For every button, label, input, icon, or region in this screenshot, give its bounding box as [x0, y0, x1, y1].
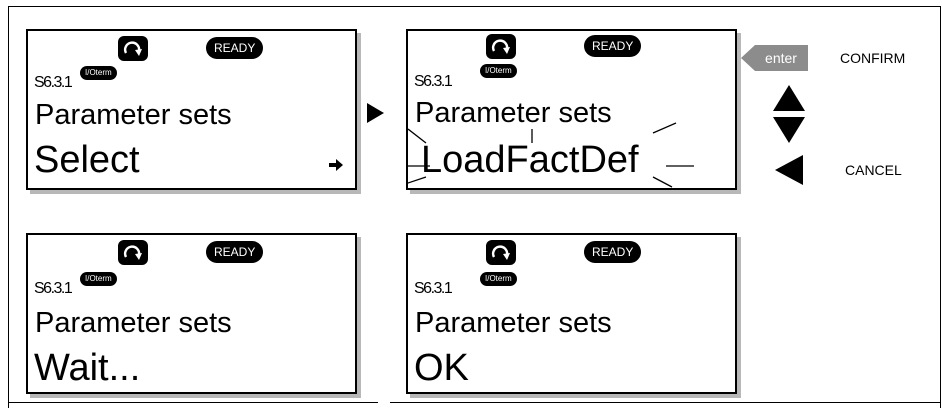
confirm-label: CONFIRM [840, 50, 906, 66]
blink-indicator-icon [408, 122, 694, 188]
up-down-icon [773, 85, 805, 143]
left-arrow-icon [775, 155, 803, 185]
menu-title: Parameter sets [35, 99, 232, 131]
frame-bottom-line [390, 402, 940, 403]
status-badge: READY [206, 241, 264, 263]
status-badge: READY [584, 35, 642, 57]
menu-value: Select [34, 139, 140, 181]
status-badge: READY [584, 241, 642, 263]
menu-value: Wait... [34, 347, 141, 389]
menu-value: OK [414, 347, 469, 389]
keypad-display-wait: READY S6.3.1 I/Oterm Parameter sets Wait… [26, 233, 357, 394]
cancel-label: CANCEL [845, 162, 902, 178]
browse-right-icon [329, 159, 343, 171]
control-place-badge: I/Oterm [480, 64, 517, 78]
diagram-frame [8, 6, 941, 408]
menu-title: Parameter sets [415, 307, 612, 339]
menu-code: S6.3.1 [34, 74, 73, 91]
frame-bottom-line [8, 402, 378, 403]
rotation-icon [486, 34, 516, 59]
enter-key-label: enter [765, 50, 797, 66]
keypad-display-select: READY S6.3.1 I/Oterm Parameter sets Sele… [26, 29, 357, 190]
menu-code: S6.3.1 [414, 280, 453, 297]
enter-key-icon: enter [741, 45, 808, 71]
menu-value-blinking: LoadFactDef [421, 139, 639, 181]
status-badge: READY [206, 37, 264, 59]
menu-code: S6.3.1 [414, 73, 453, 90]
rotation-icon [486, 240, 516, 265]
menu-title: Parameter sets [415, 97, 612, 129]
arrow-right-icon [367, 103, 384, 123]
keypad-display-loadfactdef: READY S6.3.1 I/Oterm Parameter sets Load… [406, 29, 737, 190]
control-place-badge: I/Oterm [480, 272, 517, 286]
menu-code: S6.3.1 [34, 280, 73, 297]
rotation-icon [118, 36, 148, 61]
control-place-badge: I/Oterm [80, 272, 117, 286]
keypad-display-ok: READY S6.3.1 I/Oterm Parameter sets OK [406, 233, 737, 394]
menu-title: Parameter sets [35, 307, 232, 339]
control-place-badge: I/Oterm [80, 66, 117, 80]
rotation-icon [118, 240, 148, 265]
